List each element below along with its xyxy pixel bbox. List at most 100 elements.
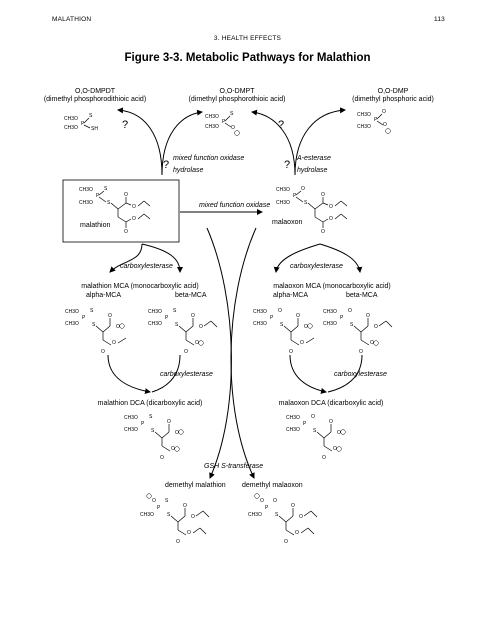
svg-text:O: O: [160, 455, 164, 461]
svg-text:O: O: [152, 498, 156, 504]
unknown-mark-3: ?: [163, 159, 169, 171]
malaoxon-dca-label: malaoxon DCA (dicarboxylic acid): [279, 400, 384, 407]
svg-text:S: S: [173, 308, 177, 314]
svg-text:O: O: [301, 186, 305, 192]
svg-text:CH3O: CH3O: [148, 321, 162, 327]
svg-text:O: O: [321, 192, 325, 198]
svg-text:P: P: [374, 117, 378, 123]
svg-text:O: O: [176, 539, 180, 545]
enzyme-hydrolase-left: hydrolase: [173, 167, 203, 174]
malaoxon-alpha-mca-label: alpha-MCA: [273, 292, 308, 299]
unknown-mark-4: ?: [284, 159, 290, 171]
svg-text:O: O: [260, 498, 264, 504]
svg-text:O: O: [333, 446, 337, 452]
svg-text:O: O: [284, 539, 288, 545]
enzyme-carboxylesterase-3: carboxylesterase: [160, 371, 213, 378]
svg-text:O: O: [311, 414, 315, 420]
svg-text:SH: SH: [91, 126, 98, 132]
svg-text:P: P: [96, 193, 100, 199]
svg-text:CH3O: CH3O: [253, 309, 267, 315]
svg-text:O: O: [329, 419, 333, 425]
malaoxon-structure: CH3O CH3O P O S O O O O: [276, 186, 348, 235]
arrow-alpha-to-dca-left: [107, 354, 151, 395]
svg-text:O: O: [132, 216, 136, 222]
enzyme-mfo-center: mixed function oxidase: [199, 202, 270, 209]
svg-text:O: O: [132, 204, 136, 210]
svg-text:CH3O: CH3O: [323, 321, 337, 327]
svg-text:O: O: [273, 498, 277, 504]
svg-text:P: P: [157, 505, 161, 511]
enzyme-a-esterase: A-esterase: [296, 155, 331, 162]
svg-text:O: O: [278, 308, 282, 314]
arrow-malaoxon-beta-mca: [319, 243, 363, 273]
svg-text:CH3O: CH3O: [79, 187, 93, 193]
malathion-beta-mca-label: beta-MCA: [175, 292, 207, 299]
svg-text:S: S: [230, 111, 234, 117]
svg-text:P: P: [293, 193, 297, 199]
header-chapter: MALATHION: [52, 16, 92, 23]
svg-text:O: O: [321, 229, 325, 235]
svg-text:CH3O: CH3O: [286, 427, 300, 433]
arrow-beta-to-dca-right: [327, 354, 363, 393]
svg-text:S: S: [151, 428, 155, 434]
arrow-malathion-alpha-mca: [109, 243, 143, 273]
svg-text:O: O: [116, 324, 120, 330]
dmp-name: O,O-DMP: [378, 88, 409, 95]
arrow-beta-to-dca-left: [151, 354, 181, 393]
arrow-to-dmpt-left: [161, 109, 203, 176]
svg-text:O: O: [184, 349, 188, 355]
svg-text:O: O: [337, 430, 341, 436]
malaoxon-alpha-mca-structure: CH3O CH3O P O S O O O O: [253, 308, 315, 355]
svg-text:S: S: [149, 414, 153, 420]
demethyl-malathion-label: demethyl malathion: [165, 482, 226, 489]
svg-text:CH3O: CH3O: [205, 114, 219, 120]
demethyl-malaoxon-structure: O CH3O P O S O O O O: [248, 493, 318, 545]
svg-text:P: P: [82, 315, 86, 321]
arrow-malaoxon-alpha-mca: [273, 243, 321, 273]
svg-text:O: O: [329, 216, 333, 222]
svg-text:O: O: [291, 503, 295, 509]
svg-text:CH3O: CH3O: [65, 321, 79, 327]
svg-text:O: O: [300, 340, 304, 346]
svg-text:O: O: [183, 503, 187, 509]
svg-text:O: O: [175, 430, 179, 436]
enzyme-carboxylesterase-1: carboxylesterase: [120, 263, 173, 270]
arrow-to-dmpdt: [117, 107, 163, 176]
svg-text:S: S: [107, 200, 111, 206]
enzyme-mfo-top: mixed function oxidase: [173, 155, 244, 162]
header-section: 3. HEALTH EFFECTS: [213, 35, 282, 42]
malaoxon-beta-mca-structure: CH3O CH3O P O S O O O O: [323, 308, 393, 355]
svg-text:O: O: [199, 324, 203, 330]
svg-text:S: S: [92, 322, 96, 328]
arrow-to-dmp: [294, 107, 346, 176]
enzyme-carboxylesterase-2: carboxylesterase: [290, 263, 343, 270]
svg-text:CH3O: CH3O: [79, 200, 93, 206]
arrow-alpha-to-dca-right: [289, 354, 327, 394]
svg-text:O: O: [187, 530, 191, 536]
svg-text:O: O: [171, 446, 175, 452]
svg-text:O: O: [195, 340, 199, 346]
svg-text:P: P: [222, 119, 226, 125]
malaoxon-mca-title: malaoxon MCA (monocarboxylic acid): [273, 283, 391, 290]
demethyl-malathion-structure: O CH3O P S S O O O O: [140, 493, 210, 545]
svg-text:S: S: [167, 512, 171, 518]
enzyme-gsh-s-transferase: GSH S-transferase: [204, 463, 263, 470]
svg-text:S: S: [350, 322, 354, 328]
arrow-malathion-beta-mca: [141, 243, 183, 273]
svg-text:O: O: [295, 530, 299, 536]
malathion-label: malathion: [80, 222, 110, 229]
malathion-dca-structure: CH3O CH3O P S S O O O O: [124, 414, 184, 461]
unknown-mark-2: ?: [278, 119, 284, 131]
arrow-gsh-malathion: [206, 227, 232, 479]
figure-title: Figure 3-3. Metabolic Pathways for Malat…: [124, 52, 371, 64]
svg-text:S: S: [104, 186, 108, 192]
malathion-dca-label: malathion DCA (dicarboxylic acid): [98, 400, 203, 407]
svg-text:O: O: [191, 514, 195, 520]
svg-text:S: S: [280, 322, 284, 328]
arrow-gsh-malaoxon: [230, 227, 257, 479]
svg-text:CH3O: CH3O: [248, 512, 262, 518]
svg-text:S: S: [89, 113, 93, 119]
svg-text:CH3O: CH3O: [276, 187, 290, 193]
svg-text:CH3O: CH3O: [64, 116, 78, 122]
